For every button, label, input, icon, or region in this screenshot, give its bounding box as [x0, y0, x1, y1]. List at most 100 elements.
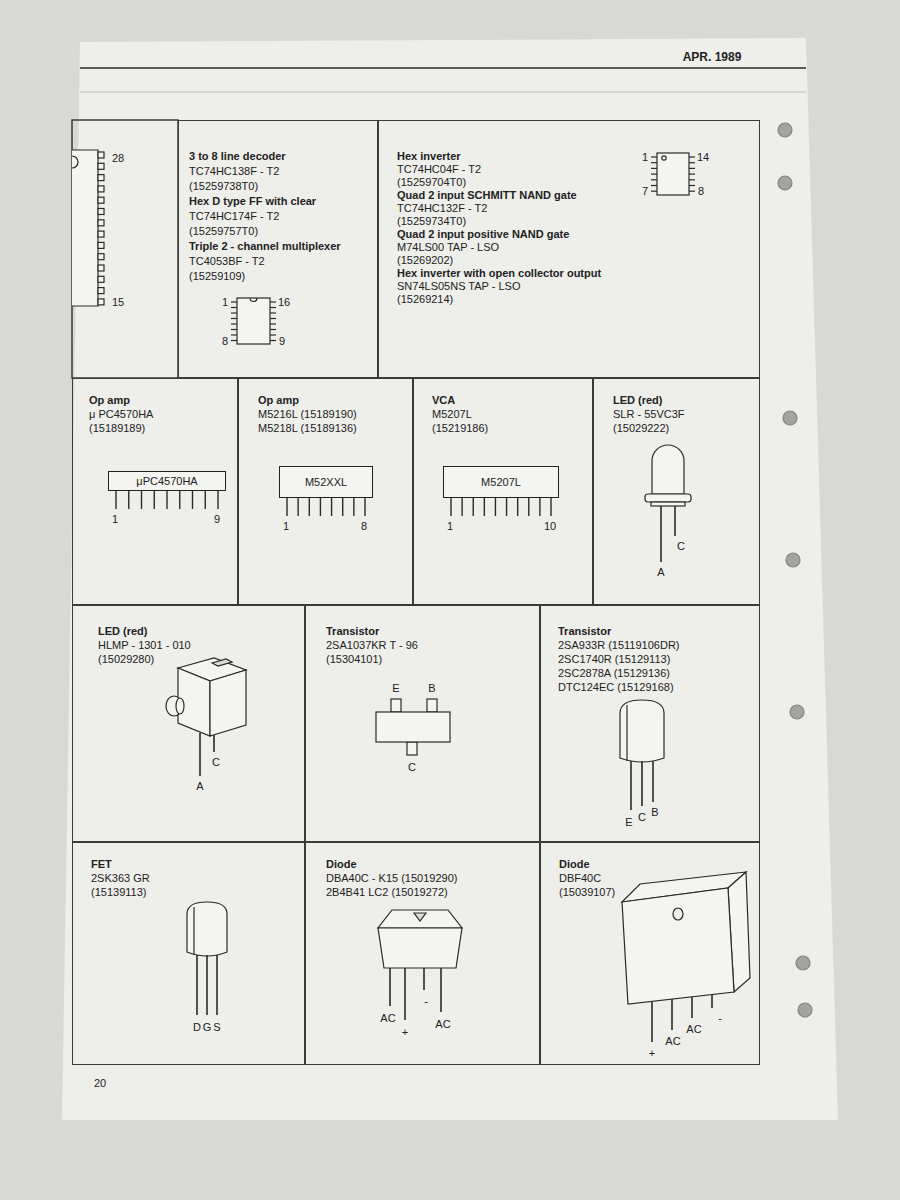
part-heading: LED (red)	[98, 624, 148, 638]
part-number: (15259109)	[189, 269, 245, 284]
part-number: (15269202)	[397, 254, 453, 267]
pin-number: 1	[447, 520, 453, 533]
ic-pin	[495, 498, 496, 516]
pin-name: S	[213, 1021, 220, 1034]
part-heading: 3 to 8 line decoder	[189, 149, 286, 164]
led-housing	[210, 670, 246, 736]
lead-wire	[711, 994, 713, 1008]
part-number: M5207L	[432, 407, 472, 421]
lead-wire	[671, 999, 673, 1030]
lead-wire	[630, 761, 632, 810]
pin-number: 1	[112, 513, 118, 526]
part-number: (15304101)	[326, 652, 382, 666]
ic-pin	[217, 491, 218, 509]
ic-pin	[461, 498, 462, 516]
ic-pin	[651, 156, 657, 157]
pin-number: 8	[222, 335, 228, 348]
ic-pin	[98, 197, 104, 203]
pin-name: D	[193, 1021, 201, 1034]
ic-pin	[98, 163, 104, 169]
part-heading: Diode	[326, 857, 357, 871]
revision-date: APR. 1989	[683, 51, 742, 64]
ic-package-body: μPC4570HA	[108, 471, 226, 491]
pin-name: E	[392, 682, 399, 695]
ic-pin	[270, 329, 276, 330]
ic-pin	[98, 175, 104, 181]
ic-pin	[297, 498, 298, 516]
component-cell: FET2SK363 GR(15139113)	[72, 842, 305, 1065]
part-number: 2SK363 GR	[91, 871, 150, 885]
ic-pin	[205, 491, 206, 509]
bridge-diode-body	[378, 928, 462, 968]
pin-number: 8	[361, 520, 367, 533]
chip-marking: μPC4570HA	[136, 474, 197, 488]
pin-number: 7	[642, 185, 648, 198]
part-heading: VCA	[432, 393, 455, 407]
chip-marking: M5207L	[481, 475, 521, 489]
ic-pin	[539, 498, 540, 516]
ic-pin	[270, 307, 276, 308]
led-dome	[652, 445, 684, 494]
lead-wire	[404, 968, 406, 1020]
bridge-diode-body	[622, 888, 734, 1004]
ic-pin	[484, 498, 485, 516]
part-number: TC74HC174F - T2	[189, 209, 279, 224]
part-number: (15269214)	[397, 293, 453, 306]
ic-pin	[331, 498, 332, 516]
part-number: DBF40C	[559, 871, 601, 885]
pin-name: E	[625, 816, 632, 829]
component-cell: M52XXLOp ampM5216L (15189190)M5218L (151…	[238, 378, 413, 605]
ic-pin	[450, 498, 451, 516]
ic-pin	[309, 498, 310, 516]
ic-pin	[689, 168, 695, 169]
pin-number: 16	[278, 296, 290, 309]
pin-name: C	[408, 761, 416, 774]
ic-pin	[192, 491, 193, 509]
led-lens	[176, 698, 184, 714]
header-rule	[80, 67, 806, 69]
part-number: (15259757T0)	[189, 224, 258, 239]
part-number: 2SC1740R (15129113)	[558, 652, 670, 666]
ic-pin	[98, 254, 104, 260]
pin1-notch	[72, 156, 78, 168]
component-cell: M5207LVCAM5207L(15219186)	[413, 378, 593, 605]
mounting-hole	[673, 908, 683, 920]
pin-number: 14	[697, 151, 709, 164]
punch-hole	[798, 1003, 812, 1017]
pin-number: 1	[222, 296, 228, 309]
ic-pin	[98, 265, 104, 271]
ic-pin	[528, 498, 529, 516]
pin-name: -	[424, 995, 428, 1008]
part-number: M74LS00 TAP - LSO	[397, 241, 499, 254]
lead-wire	[213, 735, 215, 752]
led-base	[651, 502, 685, 506]
part-number: (15259734T0)	[397, 215, 466, 228]
transistor-body	[620, 700, 664, 762]
ic-pin	[689, 185, 695, 186]
pin-name: AC	[435, 1018, 450, 1031]
component-cell: Transistor2SA933R (15119106DR)2SC1740R (…	[540, 605, 760, 842]
ic-pin	[270, 312, 276, 313]
ic-pin	[154, 491, 155, 509]
ic-pin	[231, 301, 237, 302]
component-cell: Transistor2SA1037KR T - 96(15304101)	[305, 605, 540, 842]
part-number: SLR - 55VC3F	[613, 407, 685, 421]
ic-pin	[270, 340, 276, 341]
ic-pin	[342, 498, 343, 516]
ic-pin	[98, 231, 104, 237]
part-number: 2SA1037KR T - 96	[326, 638, 418, 652]
lead-wire	[674, 506, 676, 536]
lead-wire	[216, 955, 218, 1015]
pin-number: 8	[698, 185, 704, 198]
ic-pin	[689, 156, 695, 157]
chip-marking: M52XXL	[305, 475, 347, 489]
ic-pin	[506, 498, 507, 516]
component-cell: DiodeDBF40C(15039107)	[540, 842, 760, 1065]
part-heading: Transistor	[558, 624, 611, 638]
part-heading: FET	[91, 857, 112, 871]
ic-pin	[651, 168, 657, 169]
ic-pin	[651, 162, 657, 163]
ic-pin	[98, 276, 104, 282]
pin-name: C	[638, 811, 646, 824]
lead-wire	[199, 733, 201, 776]
